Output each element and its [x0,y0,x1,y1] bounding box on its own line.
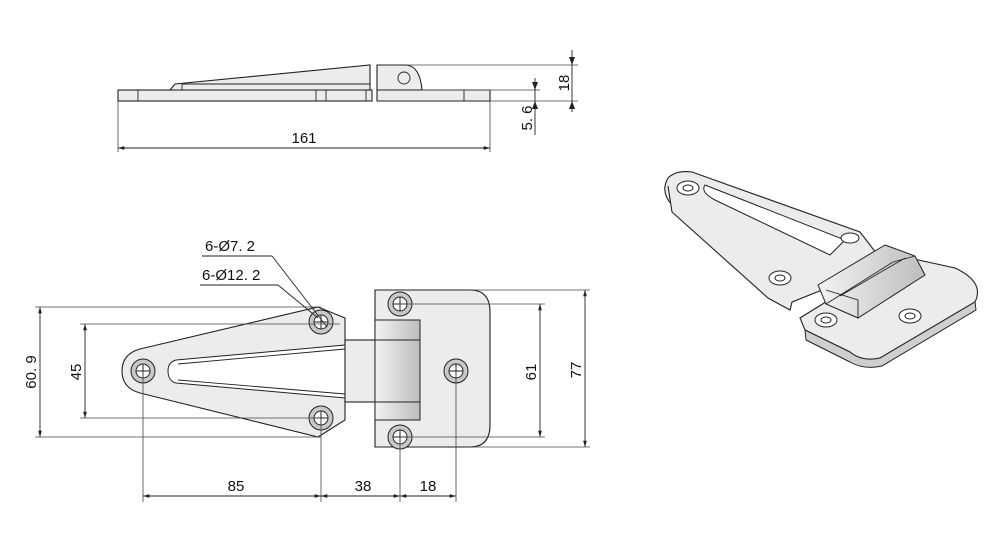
right-leaf-side [376,89,491,102]
label-38: 38 [355,478,372,495]
label-77: 77 [568,362,585,379]
callout-hole-7.2: 6-Ø7. 2 [205,238,255,255]
knuckle [374,319,421,421]
left-leaf-slot [167,344,346,399]
label-60.9: 60. 9 [23,355,40,388]
front-view: 60. 9 45 61 77 85 38 18 6-Ø7. 2 6-Ø12. 2 [23,238,590,502]
leaf-neck [344,339,376,403]
label-45: 45 [68,364,85,381]
top-view: 161 18 5. 6 [117,50,578,152]
pin-circle [397,71,411,85]
label-5.6: 5. 6 [519,105,536,130]
left-leaf-rib [168,64,371,91]
knuckle-side [376,64,423,91]
isometric-view [664,171,979,368]
label-85: 85 [228,478,245,495]
label-161: 161 [291,130,316,147]
left-leaf-side [117,89,373,102]
callout-hole-12.2: 6-Ø12. 2 [202,267,260,284]
mounting-hole [308,309,334,335]
label-18-width: 18 [420,478,437,495]
label-18-height: 18 [556,75,573,92]
label-61: 61 [523,364,540,381]
